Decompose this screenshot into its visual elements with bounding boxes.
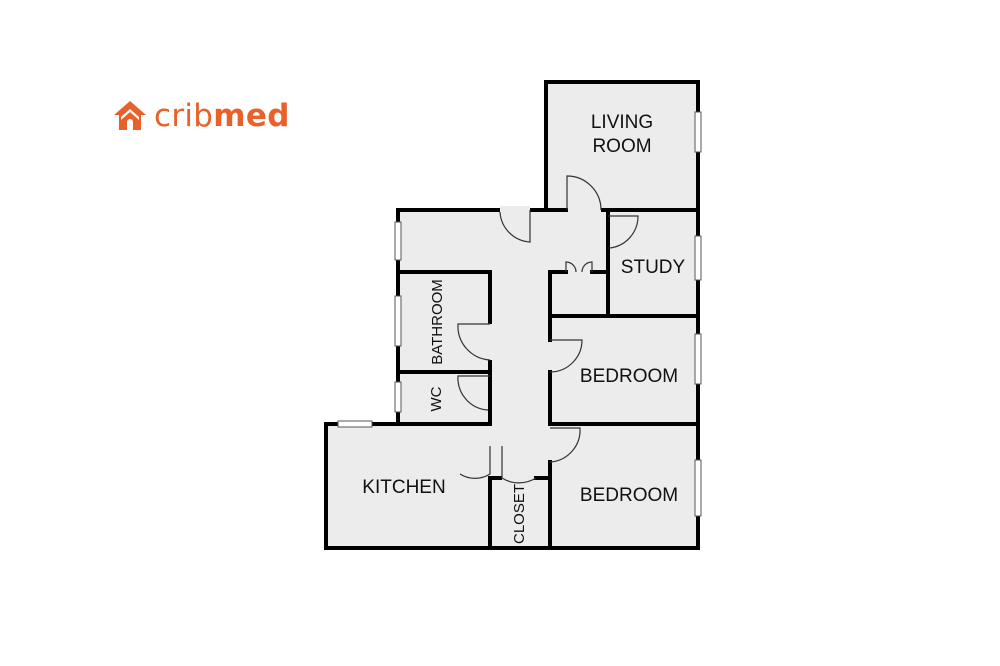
closet-label: CLOSET xyxy=(511,484,528,544)
hall-door[interactable] xyxy=(499,210,531,243)
bedroom-1-door[interactable] xyxy=(549,339,583,373)
study-label: STUDY xyxy=(621,257,686,278)
study-door[interactable] xyxy=(608,215,639,249)
wc-door[interactable] xyxy=(457,375,490,411)
bathroom-door[interactable] xyxy=(457,323,491,361)
kitchen-label: KITCHEN xyxy=(362,477,445,498)
linen-closet-door-left[interactable] xyxy=(565,261,577,273)
house-icon xyxy=(114,101,146,130)
bedroom-1-label: BEDROOM xyxy=(580,366,678,387)
brand-name-part2: med xyxy=(213,98,290,134)
living-room-label-line1: LIVING xyxy=(591,112,653,133)
bedroom-2-label: BEDROOM xyxy=(580,485,678,506)
hall-entry-gap xyxy=(490,206,530,360)
brand-name: cribmed xyxy=(154,98,290,134)
wc-label: WC xyxy=(428,386,445,411)
windows xyxy=(337,111,702,517)
living-room-door[interactable] xyxy=(566,175,602,211)
living-room-label-line2: ROOM xyxy=(592,136,651,157)
linen-closet-door-right[interactable] xyxy=(581,261,593,273)
kitchen-door[interactable] xyxy=(459,446,491,479)
brand-logo: cribmed xyxy=(112,98,290,134)
brand-name-part1: crib xyxy=(154,98,214,134)
doors xyxy=(457,175,639,484)
bedroom-2-door[interactable] xyxy=(549,427,581,463)
closet-door[interactable] xyxy=(501,446,537,484)
bathroom-label: BATHROOM xyxy=(429,279,446,365)
